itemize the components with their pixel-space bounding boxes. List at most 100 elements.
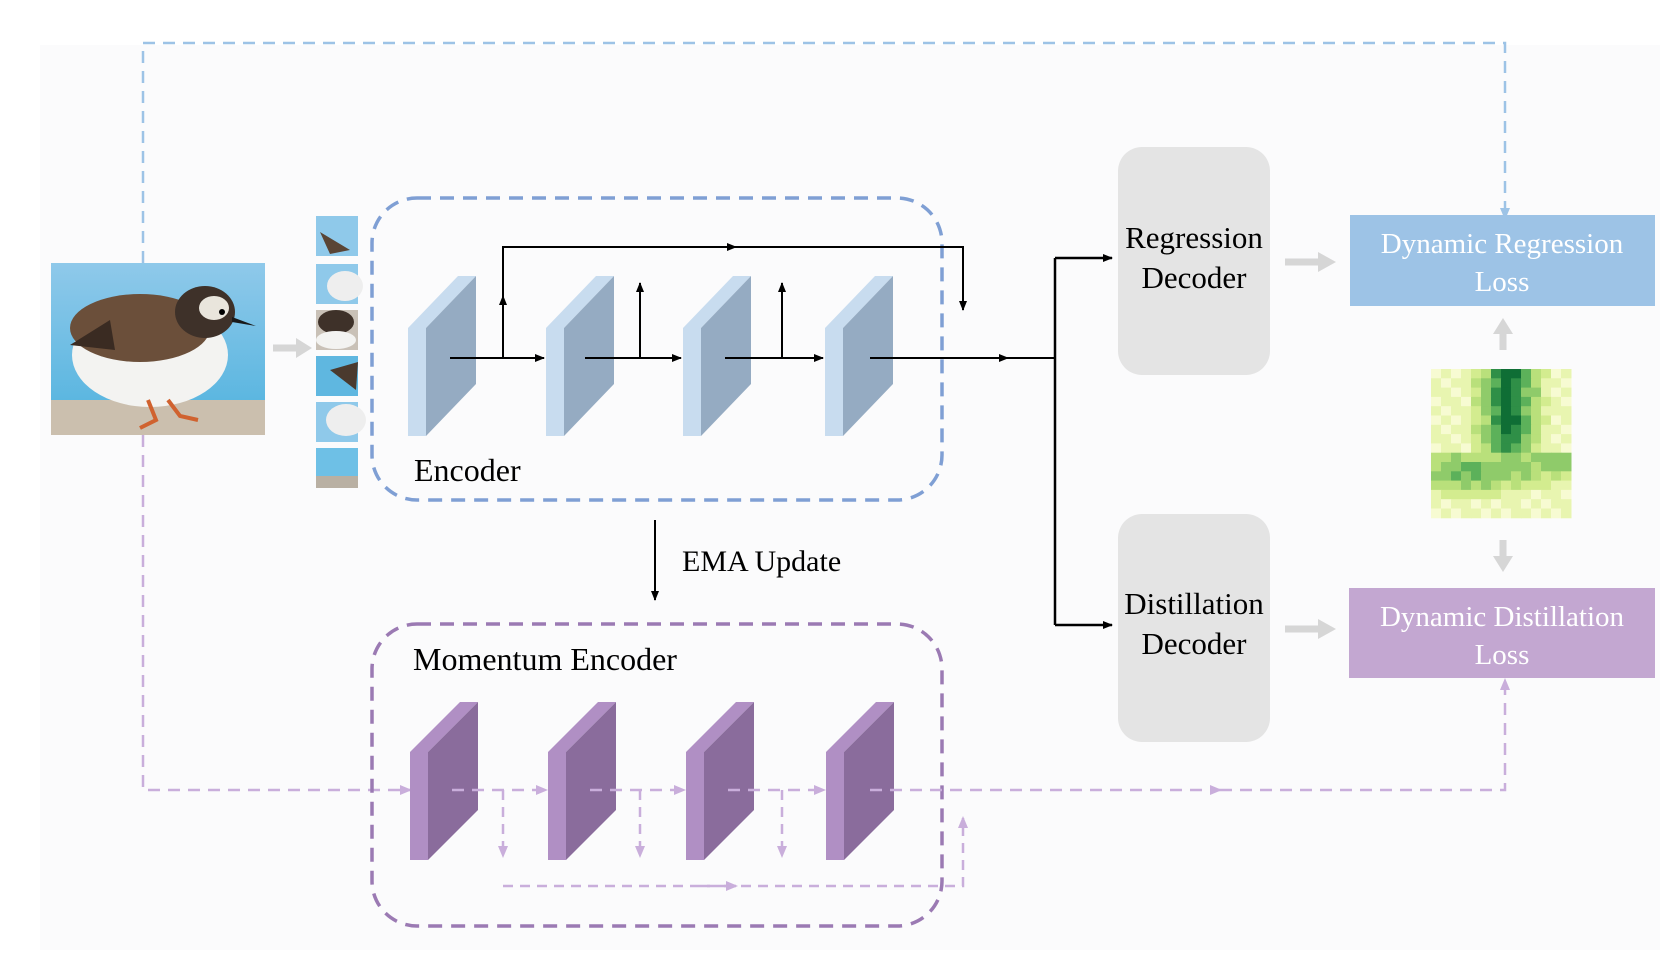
momentum-main-flow [452, 678, 1510, 795]
heatmap-cell [1541, 443, 1552, 454]
heatmap-cell [1531, 406, 1542, 416]
heatmap-cell [1531, 434, 1542, 444]
heatmap-cell [1431, 415, 1442, 426]
heatmap-cell [1541, 499, 1552, 509]
heatmap-cell [1561, 443, 1572, 454]
heatmap-cell [1511, 443, 1522, 454]
input-image [51, 263, 265, 435]
heatmap-cell [1441, 387, 1452, 398]
heatmap-cell [1521, 434, 1532, 444]
heatmap-cell [1511, 396, 1522, 407]
heatmap-cell [1531, 396, 1542, 407]
heatmap-cell [1461, 406, 1472, 416]
heatmap-cell [1541, 396, 1552, 407]
heatmap-cell [1521, 462, 1532, 472]
heatmap-cell [1481, 499, 1492, 509]
heatmap-cell [1521, 378, 1532, 389]
heatmap-cell [1491, 443, 1502, 454]
heatmap-cell [1501, 369, 1512, 379]
heatmap-cell [1521, 406, 1532, 416]
heatmap-cell [1551, 462, 1562, 472]
heatmap-cell [1491, 480, 1502, 491]
heatmap-cell [1461, 480, 1472, 491]
heatmap-cell [1451, 452, 1462, 463]
heatmap-cell [1441, 480, 1452, 491]
heatmap-cell [1461, 378, 1472, 389]
heatmap-cell [1451, 489, 1462, 500]
heatmap-cell [1461, 508, 1472, 519]
heatmap-cell [1451, 508, 1462, 519]
heatmap-cell [1481, 434, 1492, 444]
heatmap-cell [1471, 443, 1482, 454]
heatmap-cell [1551, 471, 1562, 482]
heatmap-cell [1531, 443, 1542, 454]
heatmap-cell [1501, 378, 1512, 389]
heatmap-cell [1441, 378, 1452, 389]
heatmap-cell [1511, 369, 1522, 379]
heatmap-cell [1561, 396, 1572, 407]
heatmap-cell [1491, 415, 1502, 426]
encoder-box [370, 196, 944, 502]
heatmap-cell [1511, 452, 1522, 463]
heatmap-cell [1511, 378, 1522, 389]
momentum-block-4 [826, 702, 894, 860]
heatmap-cell [1481, 378, 1492, 389]
heatmap-cell [1511, 462, 1522, 472]
heatmap-cell [1531, 489, 1542, 500]
heatmap-cell [1441, 508, 1452, 519]
heatmap-cell [1561, 369, 1572, 379]
heatmap-cell [1481, 406, 1492, 416]
heatmap-cell [1461, 443, 1472, 454]
heatmap-cell [1531, 452, 1542, 463]
heatmap-cell [1561, 415, 1572, 426]
heatmap-cell [1551, 396, 1562, 407]
heatmap-cell [1431, 369, 1442, 379]
heatmap-cell [1531, 499, 1542, 509]
heatmap-cell [1451, 443, 1462, 454]
heatmap-cell [1441, 415, 1452, 426]
heatmap-cell [1511, 424, 1522, 435]
heatmap-cell [1451, 480, 1462, 491]
heatmap-cell [1501, 462, 1512, 472]
heatmap-cell [1511, 471, 1522, 482]
heatmap-cell [1561, 387, 1572, 398]
heatmap-cell [1531, 369, 1542, 379]
heatmap-cell [1481, 415, 1492, 426]
heatmap-cell [1491, 424, 1502, 435]
heatmap-cell [1501, 434, 1512, 444]
heatmap-cell [1531, 471, 1542, 482]
heatmap-cell [1501, 443, 1512, 454]
heatmap-cell [1491, 396, 1502, 407]
heatmap-cell [1431, 480, 1442, 491]
heatmap-cell [1521, 424, 1532, 435]
regression-loss-line1: Dynamic Regression [1381, 228, 1624, 260]
heatmap-cell [1481, 387, 1492, 398]
heatmap-cell [1491, 387, 1502, 398]
heatmap-cell [1471, 387, 1482, 398]
heatmap-cell [1481, 480, 1492, 491]
heatmap-cell [1441, 424, 1452, 435]
heatmap-cell [1541, 489, 1552, 500]
heatmap-cell [1521, 489, 1532, 500]
heatmap-cell [1451, 415, 1462, 426]
heatmap-cell [1531, 424, 1542, 435]
heatmap-cell [1551, 424, 1562, 435]
heatmap-cell [1471, 499, 1482, 509]
heatmap-cell [1431, 424, 1442, 435]
heatmap-cell [1431, 499, 1442, 509]
heatmap-cell [1521, 471, 1532, 482]
heatmap-cell [1551, 369, 1562, 379]
heatmap-cell [1491, 499, 1502, 509]
heatmap-cell [1521, 452, 1532, 463]
heatmap-cell [1521, 443, 1532, 454]
heatmap-cell [1561, 406, 1572, 416]
heatmap-cell [1471, 489, 1482, 500]
heatmap-cell [1561, 452, 1572, 463]
heatmap-cell [1531, 462, 1542, 472]
heatmap-cell [1551, 415, 1562, 426]
heatmap-cell [1531, 387, 1542, 398]
heatmap-cell [1541, 369, 1552, 379]
heatmap-cell [1501, 499, 1512, 509]
heatmap-cell [1491, 508, 1502, 519]
